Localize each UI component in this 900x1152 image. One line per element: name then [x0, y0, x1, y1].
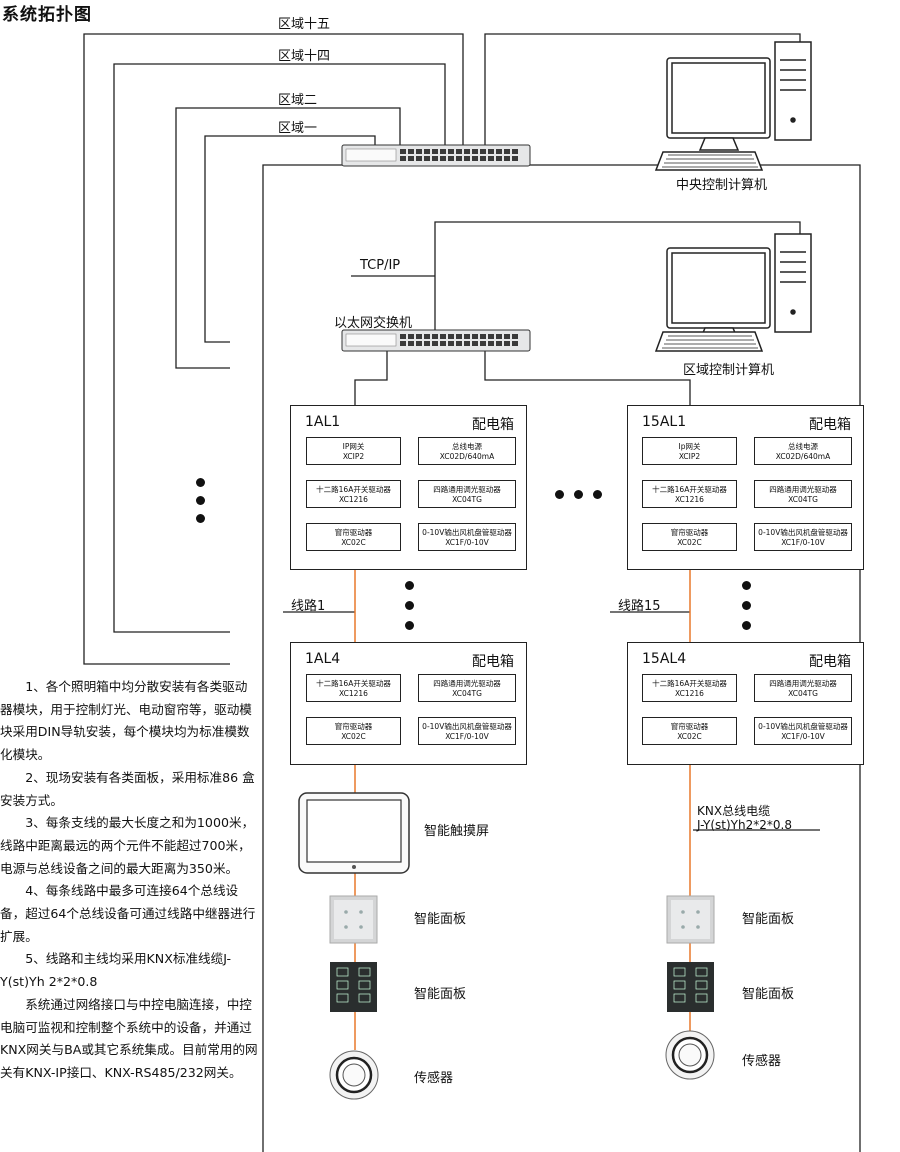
zone-15-line: [83, 33, 464, 665]
switch-label: 以太网交换机: [334, 316, 413, 331]
zone-pc-label: 区域控制计算机: [683, 363, 775, 378]
line-15-label: 线路15: [618, 599, 661, 614]
panel-label: 智能面板: [742, 912, 795, 927]
note-5: 5、线路和主线均采用KNX标准线缆J-Y(st)Yh 2*2*0.8: [0, 951, 232, 990]
switch-to-15al1: [484, 350, 691, 405]
box-id: 1AL1: [305, 414, 341, 430]
page-title: 系统拓扑图: [2, 5, 92, 25]
box-title: 配电箱: [472, 654, 514, 670]
notes-section: 1、各个照明箱中均分散安装有各类驱动器模块，用于控制灯光、电动窗帘等，驱动模块采…: [0, 676, 258, 1085]
ellipsis-dot: [405, 601, 414, 610]
switch-to-1al1: [354, 350, 388, 405]
note-3: 3、每条支线的最大长度之和为1000米，线路中距离最远的两个元件不能超过700米…: [0, 815, 255, 876]
dark-panel-icon: [330, 962, 377, 1012]
ethernet-switch: [341, 329, 531, 352]
zone-15-label: 区域十五: [278, 17, 331, 32]
top-switch: [341, 144, 531, 167]
ellipsis-dot: [196, 514, 205, 523]
ellipsis-dot: [405, 621, 414, 630]
panel-label: 智能面板: [742, 987, 795, 1002]
note-1: 1、各个照明箱中均分散安装有各类驱动器模块，用于控制灯光、电动窗帘等，驱动模块采…: [0, 679, 252, 763]
distribution-box-15al4: 15AL4 配电箱: [627, 642, 864, 765]
ellipsis-dot: [742, 601, 751, 610]
zone-2-label: 区域二: [278, 93, 318, 108]
zone-1-line: [204, 135, 376, 343]
cable-spec: J-Y(st)Yh2*2*0.8: [697, 818, 792, 832]
zone-1-label: 区域一: [278, 121, 318, 136]
ellipsis-dot: [196, 478, 205, 487]
ellipsis-dot: [196, 496, 205, 505]
ellipsis-dot: [742, 581, 751, 590]
ellipsis-dot: [742, 621, 751, 630]
distribution-box-1al4: 1AL4 配电箱: [290, 642, 527, 765]
central-pc-link: [484, 33, 801, 145]
sensor-icon: [329, 1050, 379, 1100]
box-title: 配电箱: [472, 417, 514, 433]
light-panel-icon: [329, 895, 378, 944]
box-id: 1AL4: [305, 651, 341, 667]
panel-label: 智能面板: [414, 987, 467, 1002]
ellipsis-dot: [555, 490, 564, 499]
box-id: 15AL1: [642, 414, 687, 430]
zone-14-label: 区域十四: [278, 49, 331, 64]
ellipsis-dot: [593, 490, 602, 499]
box-id: 15AL4: [642, 651, 687, 667]
central-pc-label: 中央控制计算机: [676, 178, 768, 193]
touch-screen-icon: [298, 792, 410, 874]
zone-2-line: [175, 107, 401, 369]
ellipsis-dot: [574, 490, 583, 499]
box-title: 配电箱: [809, 417, 851, 433]
light-panel-icon: [666, 895, 715, 944]
note-2: 2、现场安装有各类面板，采用标准86 盒安装方式。: [0, 769, 255, 808]
sensor-icon: [665, 1030, 715, 1080]
note-4: 4、每条线路中最多可连接64个总线设备，超过64个总线设备可通过线路中继器进行扩…: [0, 883, 256, 944]
touch-screen-label: 智能触摸屏: [424, 824, 490, 839]
zone-frame: [262, 164, 355, 1152]
cable-name: KNX总线电缆: [697, 804, 771, 818]
sensor-label: 传感器: [414, 1071, 454, 1086]
note-6: 系统通过网络接口与中控电脑连接，中控电脑可监视和控制整个系统中的设备，并通过KN…: [0, 996, 258, 1080]
dark-panel-icon: [667, 962, 714, 1012]
panel-label: 智能面板: [414, 912, 467, 927]
ellipsis-dot: [405, 581, 414, 590]
line-1-label: 线路1: [291, 599, 326, 614]
central-computer-icon: [654, 41, 812, 171]
box-title: 配电箱: [809, 654, 851, 670]
sensor-label: 传感器: [742, 1054, 782, 1069]
zone-14-line: [113, 63, 446, 633]
zone-computer-icon: [654, 233, 812, 352]
tcpip-label: TCP/IP: [360, 258, 401, 273]
